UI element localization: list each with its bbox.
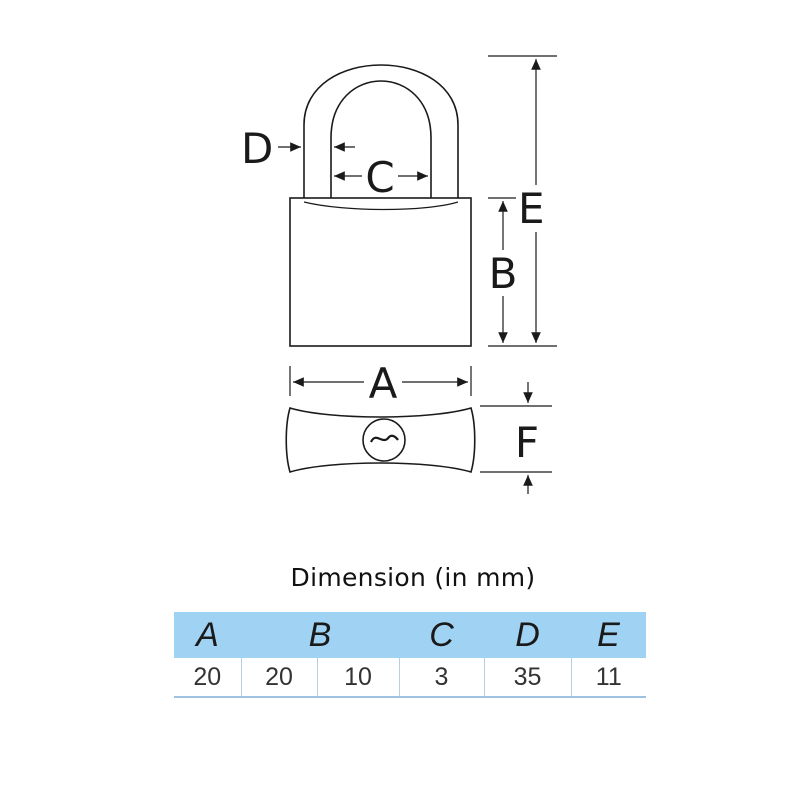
dim-label-f: F (515, 418, 539, 467)
value-cell: 10 (317, 658, 400, 698)
header-cell-a: A (174, 612, 241, 658)
header-cell-b: B (241, 612, 399, 658)
lock-body (289, 197, 472, 347)
value-cell: 35 (484, 658, 572, 698)
lock-body-shoulder (303, 201, 459, 211)
keyhole-icon (362, 418, 406, 462)
header-cell-c: C (399, 612, 484, 658)
value-cell: 3 (399, 658, 485, 698)
dim-label-b: B (489, 249, 518, 298)
table-row: 20 20 10 3 35 11 (174, 658, 646, 698)
dim-label-c: C (365, 153, 394, 202)
table-header-row: A B C D E (174, 612, 646, 658)
table-title: Dimension (in mm) (290, 563, 536, 592)
shackle-outline (303, 64, 459, 200)
dim-label-d: D (241, 124, 273, 173)
shackle-inner-outline (330, 80, 432, 200)
header-cell-d: D (484, 612, 571, 658)
dim-label-a: A (369, 359, 398, 408)
value-cell: 11 (571, 658, 646, 698)
header-cell-e: E (571, 612, 646, 658)
padlock-dimension-diagram: D C E B A F (241, 55, 557, 494)
value-cell: 20 (174, 658, 242, 698)
dimension-table: A B C D E 20 20 10 3 35 11 (174, 612, 646, 698)
value-cell: 20 (241, 658, 318, 698)
dim-label-e: E (518, 184, 545, 233)
